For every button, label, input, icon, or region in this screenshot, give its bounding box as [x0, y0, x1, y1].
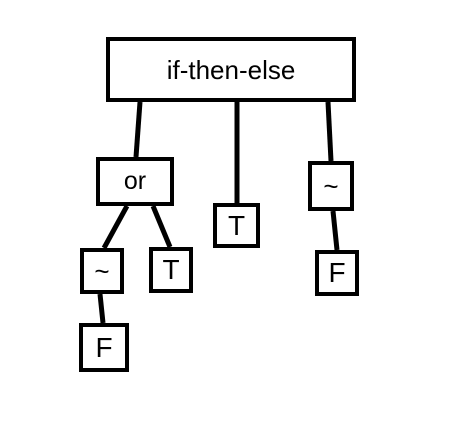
node-label: T	[227, 209, 246, 241]
node-label: F	[328, 257, 346, 288]
node-else-not: ~	[308, 161, 354, 211]
edge-else-not-to-else-false	[330, 210, 340, 251]
node-label: or	[123, 167, 147, 195]
node-label: T	[162, 254, 180, 285]
edge-or-to-or-not	[101, 204, 130, 250]
edge-or-to-or-true	[150, 205, 173, 248]
node-then-true: T	[213, 203, 260, 248]
node-label: if-then-else	[166, 54, 296, 85]
node-label: F	[95, 331, 113, 363]
node-else-false: F	[315, 250, 359, 296]
node-label: ~	[94, 256, 110, 286]
node-or: or	[96, 157, 174, 206]
node-label: ~	[323, 171, 339, 201]
node-or-true: T	[149, 247, 193, 293]
node-not-false: F	[79, 323, 129, 372]
node-if-then-else: if-then-else	[106, 37, 356, 102]
edge-or-not-to-not-false	[97, 293, 106, 324]
edge-root-to-or	[133, 101, 143, 158]
node-or-not: ~	[80, 248, 124, 294]
edge-root-to-else-not	[325, 101, 334, 162]
